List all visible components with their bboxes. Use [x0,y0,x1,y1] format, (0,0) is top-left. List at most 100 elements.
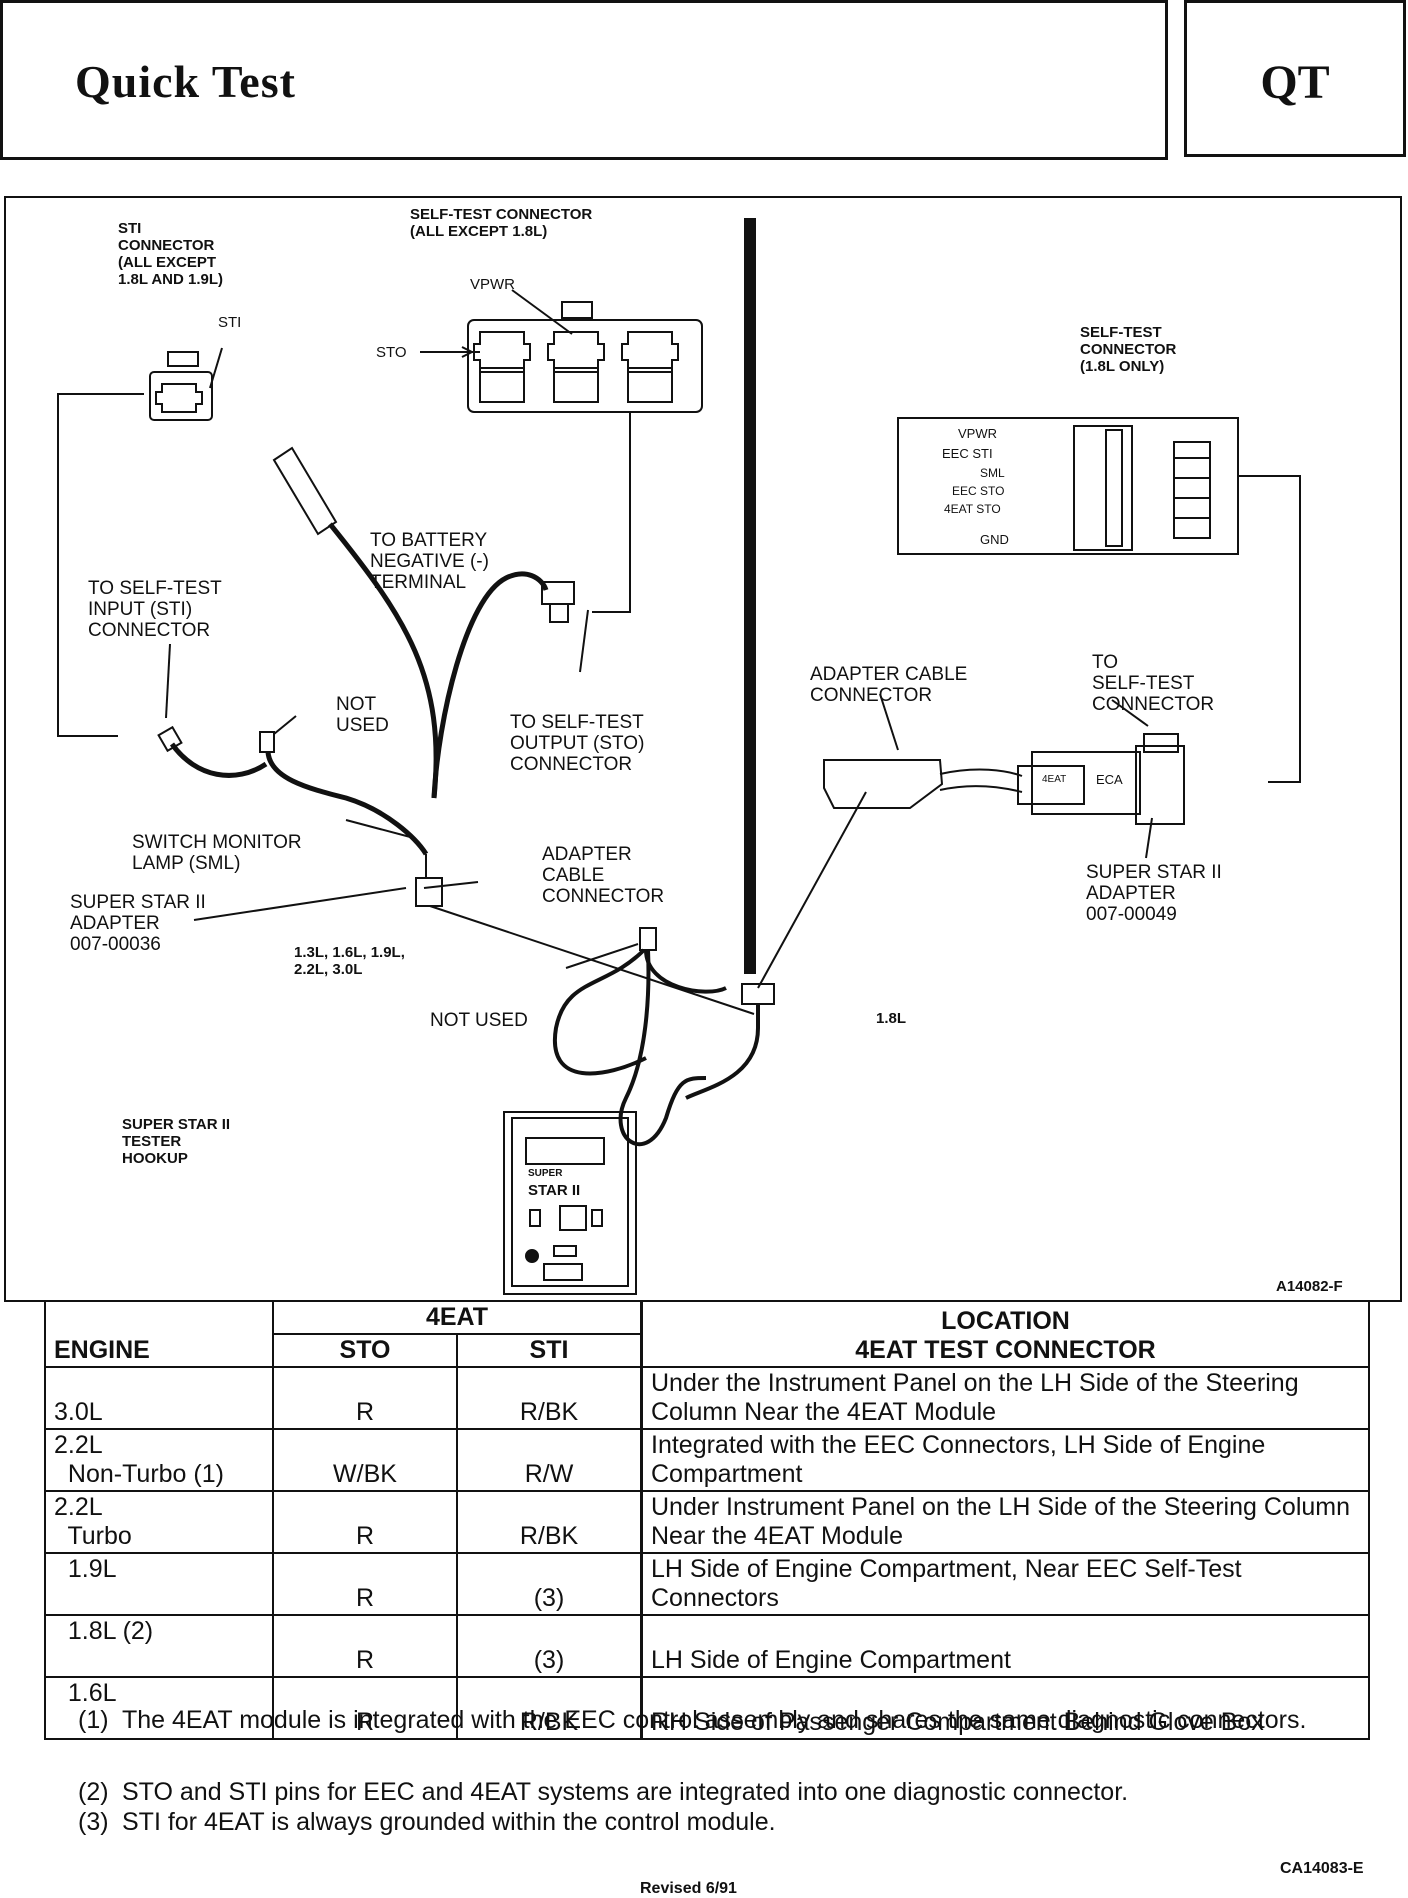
section-code: QT [1260,56,1330,109]
wiring-diagram [57,218,1301,1295]
header-location-line-2: 4EAT TEST CONNECTOR [855,1336,1156,1364]
pin-18-eec-sto: EEC STO [952,484,1005,498]
adapter-cable-connector-label: ADAPTER CABLE CONNECTOR [542,844,665,907]
sti-cell: (3) [456,1614,643,1678]
connector-location-table: ENGINE 4EAT LOCATION 4EAT TEST CONNECTOR… [44,1300,1370,1740]
adapter-18-shape [823,693,1185,859]
table-row: 1.9L R(3)LH Side of Engine Compartment, N… [44,1552,1370,1616]
harness-left [157,446,755,1015]
tester-hookup-label: SUPER STAR II TESTER HOOKUP [122,1116,231,1167]
engine-cell: 2.2L Turbo [44,1490,274,1554]
sti-cell: R/BK [456,1490,643,1554]
engine-line-1: 1.8L (2) [54,1617,154,1645]
vpwr-label: VPWR [470,276,515,293]
sti-connector-label: STI CONNECTOR (ALL EXCEPT 1.8L AND 1.9L) [118,220,224,288]
engine-line-1: 1.6L [54,1679,117,1707]
engine-18-label: 1.8L [876,1010,907,1027]
header-location: LOCATION 4EAT TEST CONNECTOR [640,1300,1370,1368]
sti-pin-label: STI [218,314,242,331]
to-battery-label: TO BATTERY NEGATIVE (-) TERMINAL [370,530,489,593]
tester-device-shape [503,1111,637,1295]
pin-18-vpwr: VPWR [958,426,997,441]
engine-cell: 1.6L [44,1676,274,1740]
engines-note: 1.3L, 1.6L, 1.9L, 2.2L, 3.0L [294,944,405,978]
to-self-test-output-label: TO SELF-TEST OUTPUT (STO) CONNECTOR [510,712,645,775]
sto-cell: R [272,1490,458,1554]
location-cell: LH Side of Engine Compartment [640,1614,1370,1678]
switch-monitor-lamp-label: SWITCH MONITOR LAMP (SML) [132,832,302,874]
self-test-connector-label: SELF-TEST CONNECTOR (ALL EXCEPT 1.8L) [410,206,593,240]
page-title: Quick Test [75,56,296,107]
footnote-1-text: The 4EAT module is integrated with the E… [122,1706,1307,1734]
footnote-3: (3) STI for 4EAT is always grounded withi… [78,1808,776,1837]
footnote-3-num: (3) [78,1808,109,1836]
self-test-connector-shape [420,289,703,613]
section-code-box: QT [1184,0,1406,157]
footnote-2: (2) STO and STI pins for EEC and 4EAT sys… [78,1778,1128,1807]
header-engine: ENGINE [44,1300,274,1368]
super-star-adapter-1-label: SUPER STAR II ADAPTER 007-00036 [70,892,206,955]
engine-line-1: 2.2L [54,1431,103,1459]
diagram-panel: STI CONNECTOR (ALL EXCEPT 1.8L AND 1.9L)… [4,196,1402,1302]
table-row: 1.8L (2)R(3)LH Side of Engine Compartmen… [44,1614,1370,1678]
tester-cable [552,791,867,1147]
engine-line-2: 3.0L [54,1398,103,1426]
table-code: CA14083-E [1280,1860,1364,1877]
engine-cell: 2.2L Non-Turbo (1) [44,1428,274,1492]
footnote-2-num: (2) [78,1778,109,1806]
self-test-connector-18-label: SELF-TEST CONNECTOR (1.8L ONLY) [1080,324,1177,375]
location-cell: RH Side of Passenger Compartment Behind … [640,1676,1370,1740]
revised-date: Revised 6/91 [640,1880,737,1897]
sto-cell: R [272,1366,458,1430]
sti-cell: (3) [456,1552,643,1616]
footnote-2-text: STO and STI pins for EEC and 4EAT system… [122,1778,1129,1806]
adapter-cable-connector-18-label: ADAPTER CABLE CONNECTOR [810,664,968,706]
tester-brand: SUPER [528,1168,563,1179]
header-sto: STO [272,1333,458,1368]
engine-line-1 [54,1369,264,1398]
super-star-adapter-2-label: SUPER STAR II ADAPTER 007-00049 [1086,862,1222,925]
to-self-test-input-label: TO SELF-TEST INPUT (STI) CONNECTOR [88,578,222,641]
sti-connector-shape [149,347,223,421]
not-used-label-1: NOT USED [336,694,389,736]
engine-line-2: Turbo [54,1522,132,1550]
engine-line-1: 1.9L [54,1555,117,1583]
not-used-label-2: NOT USED [430,1010,528,1031]
engine-line-1: 2.2L [54,1493,103,1521]
location-cell: Under Instrument Panel on the LH Side of… [640,1490,1370,1554]
footnote-1: (1) The 4EAT module is integrated with th… [78,1706,1352,1735]
adapter-eca-label: ECA [1096,772,1123,787]
engine-cell: 1.8L (2) [44,1614,274,1678]
pin-18-4eat-sto: 4EAT STO [944,502,1001,516]
footnote-3-text: STI for 4EAT is always grounded within t… [122,1808,776,1836]
divider-bar [744,218,756,974]
header-4eat: 4EAT [272,1300,643,1335]
to-self-test-connector-18-label: TO SELF-TEST CONNECTOR [1092,652,1215,715]
pin-18-eec-sti: EEC STI [942,446,993,461]
sto-cell: R [272,1676,458,1740]
pin-18-gnd: GND [980,532,1009,547]
location-cell: LH Side of Engine Compartment, Near EEC … [640,1552,1370,1616]
adapter-4eat-label: 4EAT [1042,774,1067,785]
sti-cell: R/W [456,1428,643,1492]
engine-line-2 [54,1584,264,1613]
engine-cell: 3.0L [44,1366,274,1430]
header-location-line-1: LOCATION [941,1307,1070,1335]
tester-model: STAR II [528,1182,581,1199]
header-sti: STI [456,1333,643,1368]
table-header-row-2: STO STI [45,1333,1369,1368]
sto-cell: W/BK [272,1428,458,1492]
footnote-1-num: (1) [78,1706,109,1734]
sto-label: STO [376,344,407,361]
location-cell: Integrated with the EEC Connectors, LH S… [640,1428,1370,1492]
title-box: Quick Test [0,0,1168,160]
sto-cell: R [272,1552,458,1616]
self-test-connector-18-shape [897,417,1301,783]
sti-cell: R/BK [456,1676,643,1740]
figure-code: A14082-F [1276,1278,1343,1295]
pin-18-sml: SML [980,466,1005,480]
